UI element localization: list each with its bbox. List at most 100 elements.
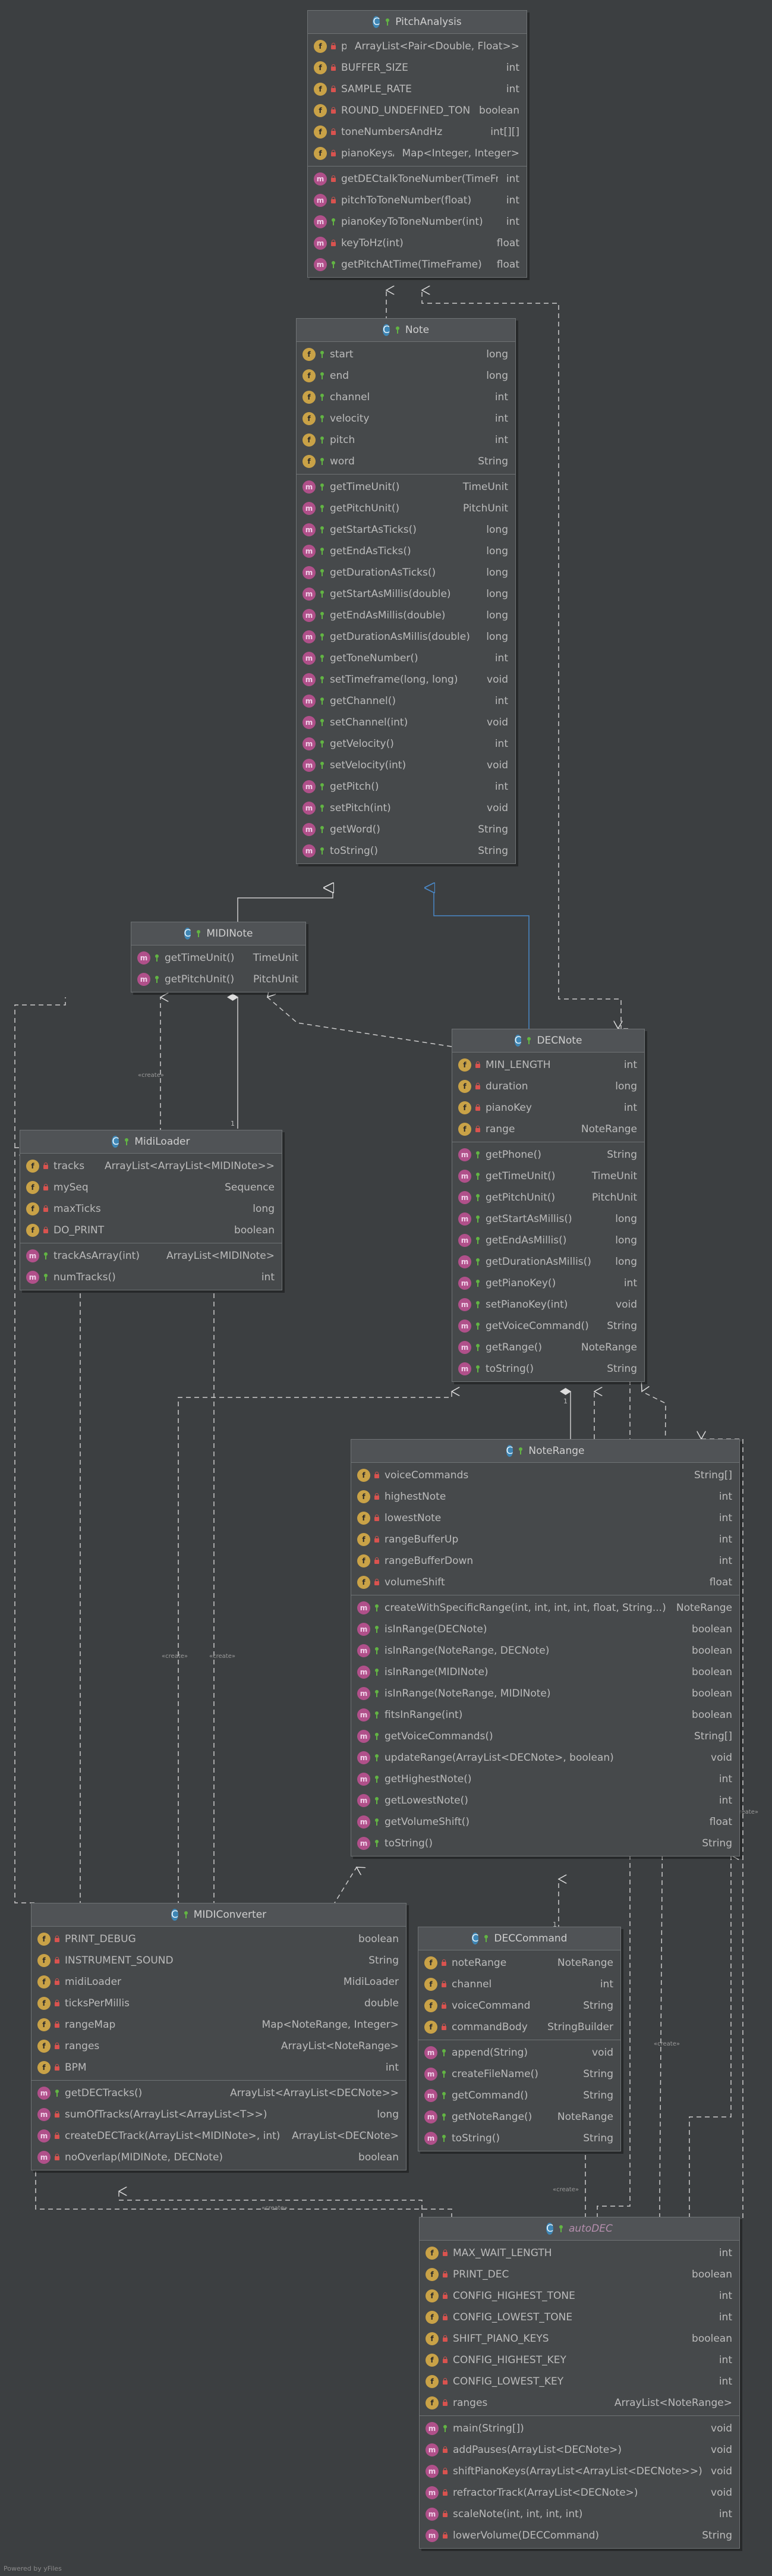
field-row[interactable]: fpianoKeysAndToneNumberMap<Integer, Inte… <box>308 143 527 164</box>
class-pitch-analysis[interactable]: CPitchAnalysisfpitchesArrayList<Pair<Dou… <box>307 10 527 278</box>
